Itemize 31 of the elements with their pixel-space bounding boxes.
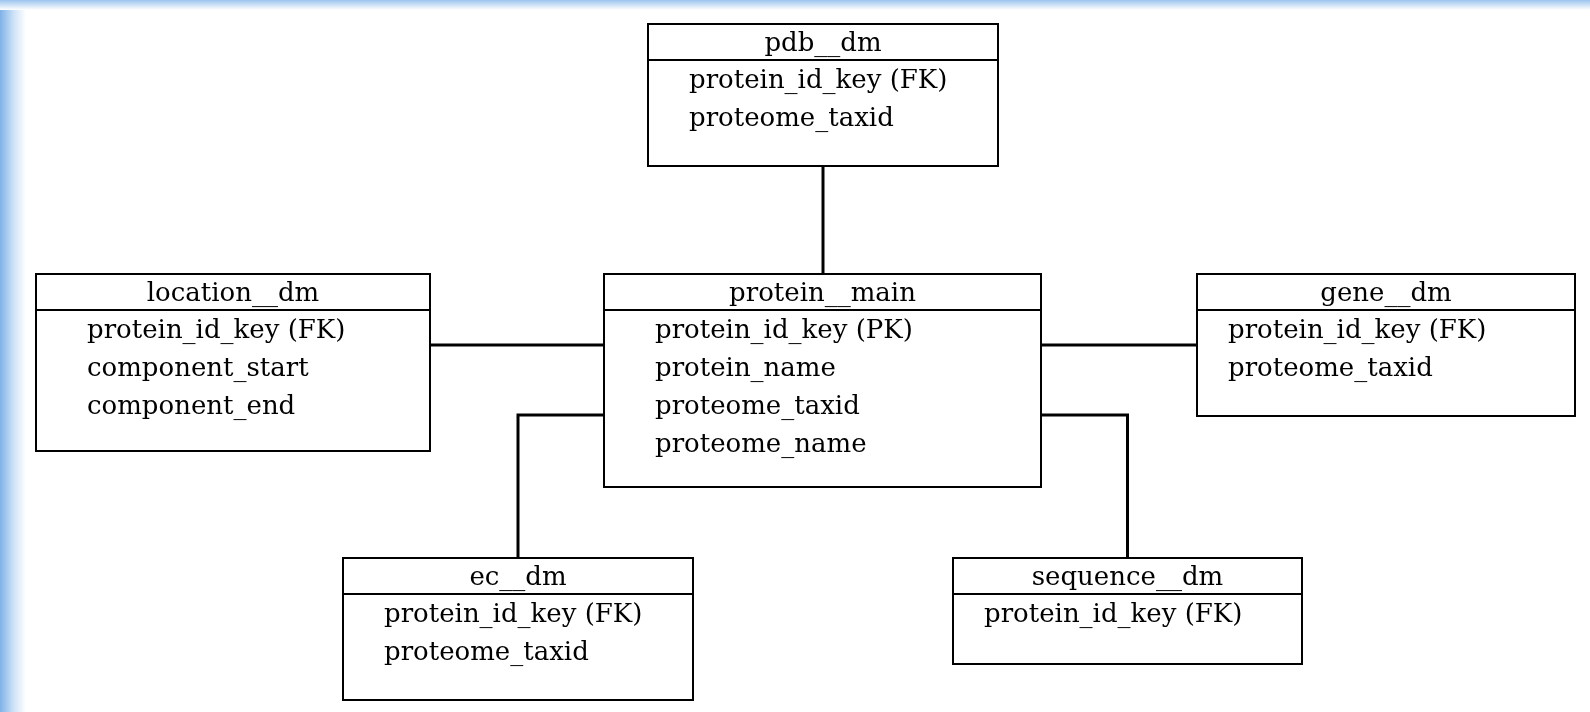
table-name: protein__main (728, 276, 917, 309)
relationship-line (1042, 413, 1129, 557)
field-name: component_end (87, 389, 296, 422)
relationship-line (1042, 343, 1196, 347)
entity-table (647, 23, 999, 167)
table-name: ec__dm (468, 560, 568, 593)
field-name: protein_id_key (FK) (1228, 313, 1487, 346)
field-name: proteome_taxid (655, 389, 860, 422)
table-name: pdb__dm (763, 26, 883, 59)
entity-table (1196, 273, 1576, 417)
entity-table (35, 273, 431, 452)
relationship-line (516, 413, 603, 557)
field-name: proteome_taxid (1228, 351, 1433, 384)
entity-table (603, 273, 1042, 488)
relationship-line (821, 167, 825, 273)
field-name: protein_name (655, 351, 836, 384)
entity-table (952, 557, 1303, 665)
field-name: protein_id_key (PK) (655, 313, 913, 346)
field-name: protein_id_key (FK) (87, 313, 346, 346)
table-name: sequence__dm (1030, 560, 1225, 593)
relationship-line (431, 343, 603, 347)
table-name: location__dm (145, 276, 321, 309)
entity-table (342, 557, 694, 701)
table-name: gene__dm (1319, 276, 1453, 309)
field-name: proteome_taxid (384, 635, 589, 668)
field-name: proteome_taxid (689, 101, 894, 134)
field-name: protein_id_key (FK) (384, 597, 643, 630)
field-name: component_start (87, 351, 309, 384)
field-name: protein_id_key (FK) (984, 597, 1243, 630)
field-name: protein_id_key (FK) (689, 63, 948, 96)
field-name: proteome_name (655, 427, 867, 460)
